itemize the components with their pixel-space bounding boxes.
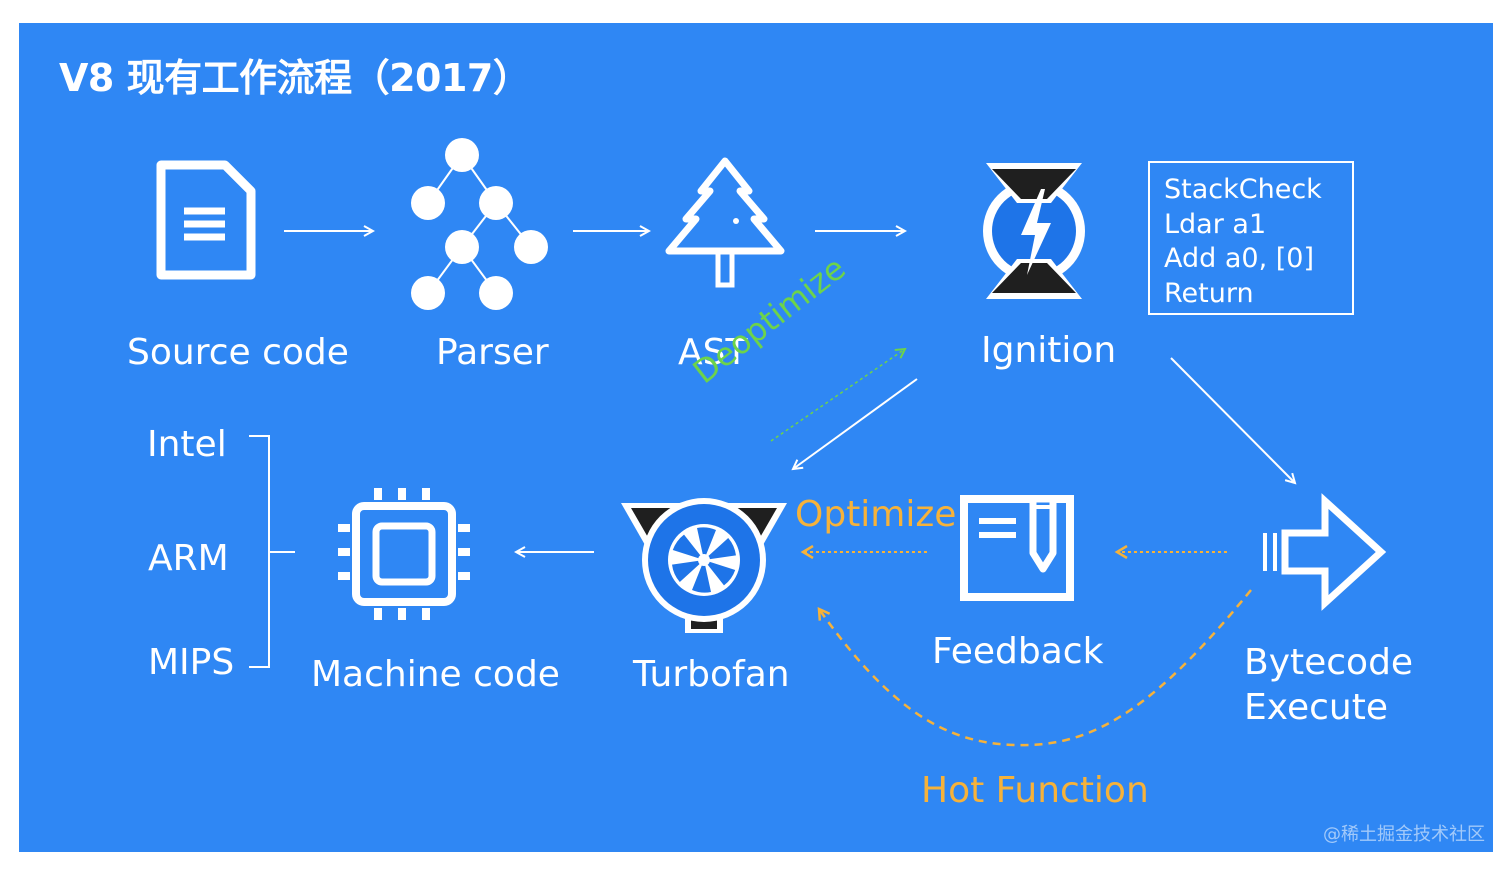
- bytecode-line: StackCheck: [1164, 174, 1322, 205]
- turbofan-icon: [621, 498, 787, 633]
- arch-arm: ARM: [148, 538, 229, 579]
- cpu-chip-icon: [338, 488, 470, 620]
- parser-tree-icon: [411, 138, 548, 310]
- label-execute: Execute: [1244, 687, 1388, 728]
- label-parser: Parser: [436, 332, 549, 373]
- label-turbofan: Turbofan: [633, 654, 790, 695]
- bytecode-listing-box: StackCheck Ldar a1 Add a0, [0] Return: [1148, 161, 1354, 315]
- document-icon: [156, 160, 256, 280]
- label-source-code: Source code: [127, 332, 349, 373]
- bytecode-line: Ldar a1: [1164, 208, 1267, 240]
- watermark: @稀土掘金技术社区: [1323, 824, 1485, 845]
- label-bytecode: Bytecode: [1244, 642, 1414, 683]
- label-ignition: Ignition: [981, 330, 1117, 371]
- arch-mips: MIPS: [148, 642, 235, 683]
- feedback-icon: [960, 495, 1074, 601]
- diagram-slide: V8 现有工作流程（2017） Source code Parser AST I…: [19, 23, 1493, 852]
- label-feedback: Feedback: [932, 631, 1104, 672]
- hot-function-arrow: [819, 589, 1252, 747]
- deoptimize-arrow: [770, 349, 905, 442]
- architecture-bracket: [249, 435, 295, 668]
- label-ast: AST: [678, 332, 748, 373]
- label-hot-function: Hot Function: [921, 770, 1149, 811]
- ast-tree-icon: [665, 157, 785, 288]
- bytecode-execute-icon: [1263, 493, 1387, 611]
- ignition-icon: [983, 163, 1085, 299]
- bytecode-line: Add a0, [0]: [1164, 243, 1314, 274]
- page-title: V8 现有工作流程（2017）: [59, 56, 531, 100]
- arrow-ignition-to-bytecode: [1170, 357, 1295, 483]
- bytecode-line: Return: [1164, 277, 1254, 309]
- label-machine-code: Machine code: [311, 654, 560, 695]
- arrow-to-turbofan: [793, 378, 918, 469]
- label-optimize: Optimize: [795, 494, 957, 535]
- arch-intel: Intel: [147, 424, 227, 465]
- diagram-artwork: [156, 138, 1387, 747]
